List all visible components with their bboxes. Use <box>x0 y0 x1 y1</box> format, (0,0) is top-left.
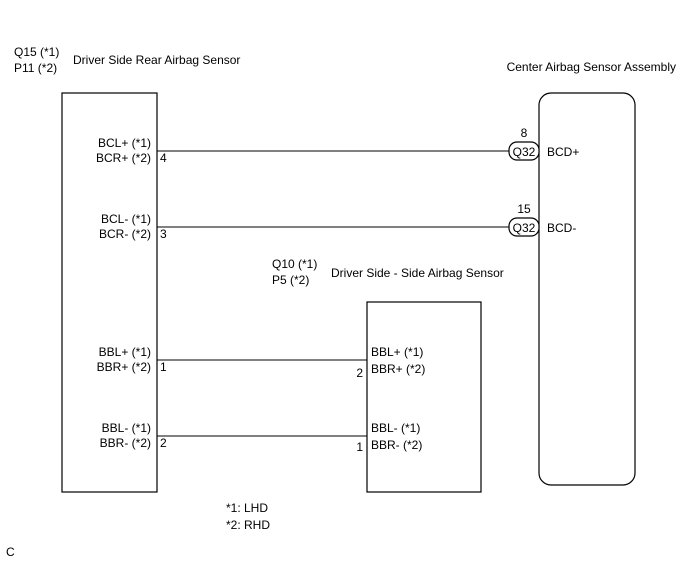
left-component-code-2: P11 (*2) <box>14 61 57 75</box>
left-terminal-2-pin: 3 <box>160 227 167 241</box>
right-terminal-1-label: BCD+ <box>547 145 579 159</box>
left-terminal-1-line-1: BCL+ (*1) <box>98 136 151 150</box>
center-sensor-box <box>538 92 636 486</box>
left-sensor-box <box>61 92 158 493</box>
left-terminal-3-line-2: BBR+ (*2) <box>97 360 151 374</box>
middle-component-code-1: Q10 (*1) <box>272 257 317 271</box>
middle-component-code-2: P5 (*2) <box>272 273 309 287</box>
right-terminal-2-connector <box>508 217 540 237</box>
left-terminal-1-line-2: BCR+ (*2) <box>96 151 151 165</box>
middle-component-name: Driver Side - Side Airbag Sensor <box>331 266 504 280</box>
middle-terminal-2-line-1: BBL- (*1) <box>371 421 420 435</box>
right-terminal-1-connector-label: Q32 <box>513 145 536 159</box>
footer-code: C <box>6 545 15 559</box>
right-terminal-2-pin: 15 <box>517 202 531 216</box>
middle-terminal-1-line-1: BBL+ (*1) <box>371 345 423 359</box>
left-terminal-4-line-2: BBR- (*2) <box>100 436 151 450</box>
middle-terminal-1-pin: 2 <box>356 366 363 380</box>
middle-terminal-2-pin: 1 <box>356 440 363 454</box>
left-terminal-4-pin: 2 <box>160 436 167 450</box>
right-component-name: Center Airbag Sensor Assembly <box>507 60 676 74</box>
left-terminal-3-line-1: BBL+ (*1) <box>99 345 151 359</box>
left-terminal-2-line-2: BCR- (*2) <box>99 227 151 241</box>
legend-lhd: *1: LHD <box>226 501 268 515</box>
right-terminal-2-connector-label: Q32 <box>513 221 536 235</box>
left-terminal-3-pin: 1 <box>160 360 167 374</box>
middle-terminal-1-line-2: BBR+ (*2) <box>371 362 425 376</box>
left-terminal-1-pin: 4 <box>160 151 167 165</box>
middle-terminal-2-line-2: BBR- (*2) <box>371 438 422 452</box>
left-component-name: Driver Side Rear Airbag Sensor <box>73 53 240 67</box>
right-terminal-1-pin: 8 <box>521 126 528 140</box>
left-component-code-1: Q15 (*1) <box>14 45 59 59</box>
middle-sensor-box <box>366 301 482 493</box>
left-terminal-2-line-1: BCL- (*1) <box>101 212 151 226</box>
right-terminal-1-connector <box>508 141 540 161</box>
left-terminal-4-line-1: BBL- (*1) <box>102 421 151 435</box>
right-terminal-2-label: BCD- <box>547 221 576 235</box>
legend-rhd: *2: RHD <box>226 518 270 532</box>
